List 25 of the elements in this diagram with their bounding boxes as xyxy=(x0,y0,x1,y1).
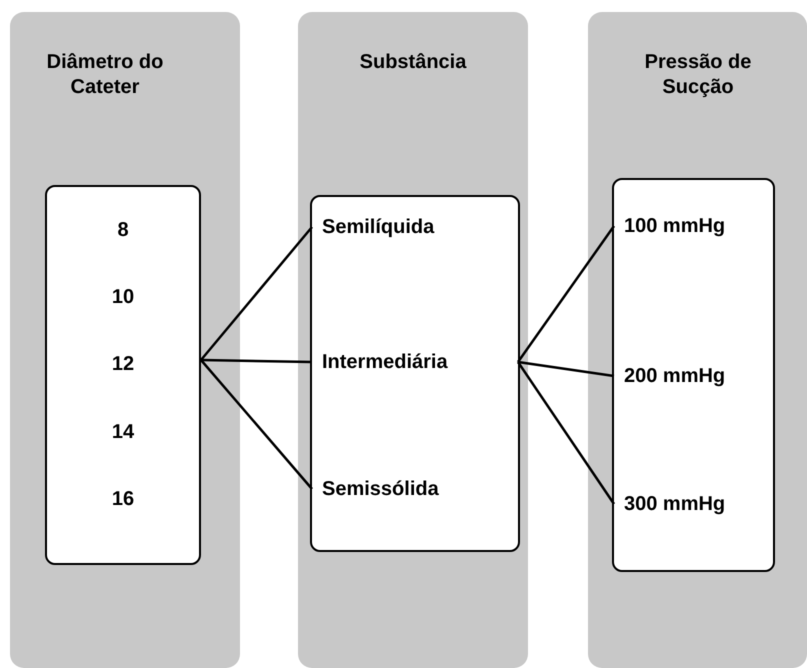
column-band xyxy=(588,12,807,668)
connector-line xyxy=(200,359,313,490)
option-text: 100 mmHg xyxy=(614,211,773,241)
column-band xyxy=(10,12,240,668)
size-value: 10 xyxy=(110,286,136,309)
column-heading: Pressão de Sucção xyxy=(644,50,752,100)
list-box xyxy=(310,195,520,552)
size-value: 16 xyxy=(110,488,136,511)
size-value: 14 xyxy=(110,421,136,444)
connector-line xyxy=(200,226,313,361)
column-heading: Substância xyxy=(358,50,468,75)
option-text: Semissólida xyxy=(312,474,518,504)
list-box xyxy=(45,185,201,565)
connector-line xyxy=(516,225,616,363)
size-value: 8 xyxy=(116,219,130,242)
option-text: 300 mmHg xyxy=(614,489,773,519)
column-heading: Diâmetro do Cateter xyxy=(46,50,164,100)
option-text: 200 mmHg xyxy=(614,361,773,391)
option-text: Intermediária xyxy=(312,347,518,377)
column-band xyxy=(298,12,528,668)
connector-line xyxy=(516,361,616,505)
connector-line xyxy=(200,358,312,364)
size-value: 12 xyxy=(110,353,136,376)
option-text: Semilíquida xyxy=(312,212,518,242)
list-box xyxy=(612,178,775,572)
